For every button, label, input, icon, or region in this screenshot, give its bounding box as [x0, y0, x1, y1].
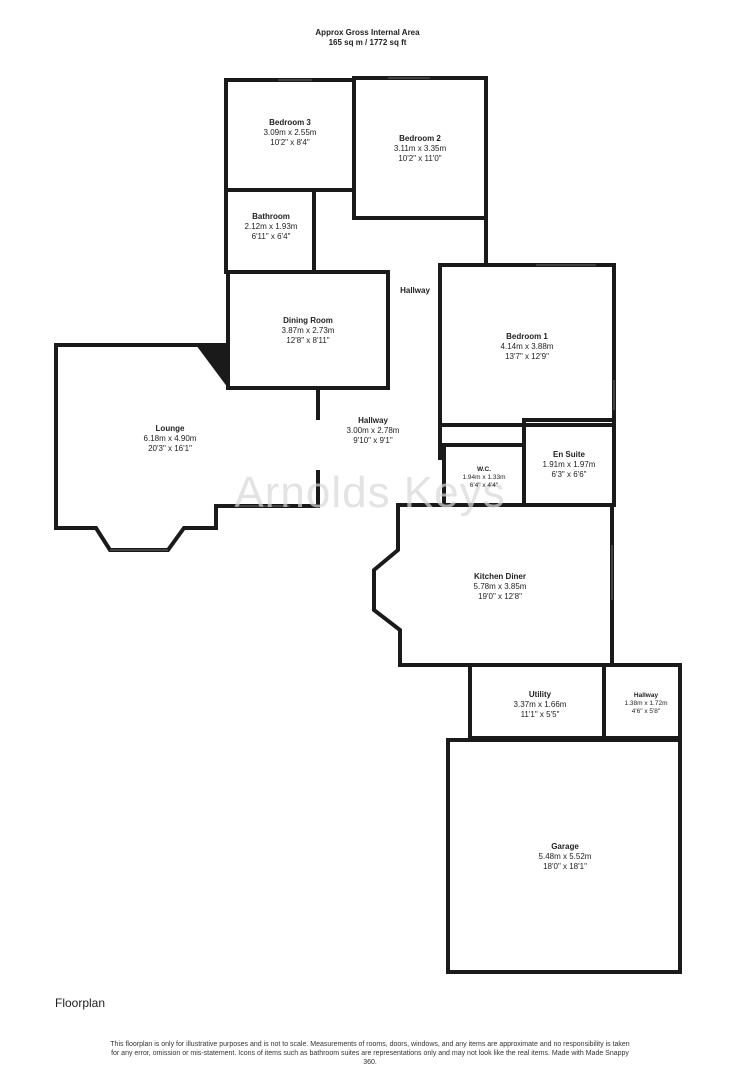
- floorplan-label: Floorplan: [55, 996, 106, 1010]
- room-imperial: 20'3" x 16'1": [148, 444, 192, 453]
- room-imperial: 6'4" x 4'4": [469, 482, 499, 489]
- room-bedroom2: Bedroom 2 3.11m x 3.35m 10'2" x 11'0": [354, 134, 486, 164]
- room-name: Garage: [551, 842, 579, 851]
- room-name: Hallway: [633, 692, 659, 699]
- room-name: Bedroom 2: [399, 134, 441, 143]
- room-name: Bedroom 1: [506, 332, 548, 341]
- area-total: 165 sq m / 1772 sq ft: [328, 38, 407, 47]
- room-hallway-rear: Hallway 1.38m x 1.72m 4'6" x 5'8": [614, 692, 678, 716]
- room-dining: Dining Room 3.87m x 2.73m 12'8" x 8'11": [228, 316, 388, 346]
- room-imperial: 13'7" x 12'9": [505, 352, 549, 361]
- room-hallway-upper: Hallway: [390, 286, 440, 296]
- room-imperial: 4'6" x 5'8": [631, 708, 661, 715]
- room-name: Dining Room: [283, 316, 333, 325]
- room-bedroom1: Bedroom 1 4.14m x 3.88m 13'7" x 12'9": [440, 332, 614, 362]
- room-metric: 5.48m x 5.52m: [538, 852, 592, 861]
- room-metric: 5.78m x 3.85m: [473, 582, 527, 591]
- room-imperial: 10'2" x 8'4": [270, 138, 310, 147]
- room-name: Kitchen Diner: [473, 572, 526, 581]
- room-metric: 3.09m x 2.55m: [263, 128, 317, 137]
- room-wc: W.C. 1.94m x 1.33m 6'4" x 4'4": [444, 466, 524, 490]
- room-name: En Suite: [552, 450, 585, 459]
- room-utility: Utility 3.37m x 1.66m 11'1" x 5'5": [490, 690, 590, 720]
- room-metric: 3.11m x 3.35m: [393, 144, 447, 153]
- chimney-block: [196, 345, 228, 388]
- room-name: W.C.: [476, 466, 492, 473]
- room-ensuite: En Suite 1.91m x 1.97m 6'3" x 6'6": [526, 450, 612, 480]
- room-imperial: 6'3" x 6'6": [551, 470, 587, 479]
- wall-bedroom1: [438, 263, 616, 427]
- room-metric: 3.87m x 2.73m: [281, 326, 335, 335]
- wall-hallway-main: [316, 388, 442, 460]
- room-name: Hallway: [400, 286, 430, 295]
- room-metric: 1.38m x 1.72m: [624, 700, 668, 707]
- disclaimer: This floorplan is only for illustrative …: [110, 1041, 630, 1066]
- watermark: Arnolds Keys: [234, 468, 506, 517]
- wall-garage: [446, 738, 682, 974]
- room-hallway-main: Hallway 3.00m x 2.78m 9'10" x 9'1": [318, 416, 428, 446]
- room-bedroom3: Bedroom 3 3.09m x 2.55m 10'2" x 8'4": [226, 118, 354, 148]
- room-garage: Garage 5.48m x 5.52m 18'0" x 18'1": [500, 842, 630, 872]
- room-metric: 4.14m x 3.88m: [500, 342, 554, 351]
- room-imperial: 19'0" x 12'8": [478, 592, 522, 601]
- area-title: Approx Gross Internal Area: [315, 28, 420, 37]
- room-metric: 3.00m x 2.78m: [346, 426, 400, 435]
- room-imperial: 18'0" x 18'1": [543, 862, 587, 871]
- room-metric: 3.37m x 1.66m: [513, 700, 567, 709]
- room-bathroom: Bathroom 2.12m x 1.93m 6'11" x 6'4": [226, 212, 316, 242]
- room-name: Lounge: [155, 424, 185, 433]
- room-kitchen: Kitchen Diner 5.78m x 3.85m 19'0" x 12'8…: [440, 572, 560, 602]
- wall-dining: [226, 270, 390, 390]
- room-imperial: 12'8" x 8'11": [286, 336, 330, 345]
- room-metric: 2.12m x 1.93m: [244, 222, 298, 231]
- room-lounge: Lounge 6.18m x 4.90m 20'3" x 16'1": [100, 424, 240, 454]
- room-imperial: 10'2" x 11'0": [398, 154, 442, 163]
- room-name: Utility: [528, 690, 552, 699]
- room-imperial: 11'1" x 5'5": [520, 710, 560, 719]
- room-metric: 6.18m x 4.90m: [143, 434, 197, 443]
- room-name: Hallway: [358, 416, 388, 425]
- room-name: Bathroom: [252, 212, 290, 221]
- room-metric: 1.91m x 1.97m: [542, 460, 596, 469]
- room-name: Bedroom 3: [269, 118, 311, 127]
- room-metric: 1.94m x 1.33m: [462, 474, 506, 481]
- wall-hallway-upper: [312, 218, 488, 390]
- room-imperial: 9'10" x 9'1": [353, 436, 393, 445]
- room-imperial: 6'11" x 6'4": [251, 232, 291, 241]
